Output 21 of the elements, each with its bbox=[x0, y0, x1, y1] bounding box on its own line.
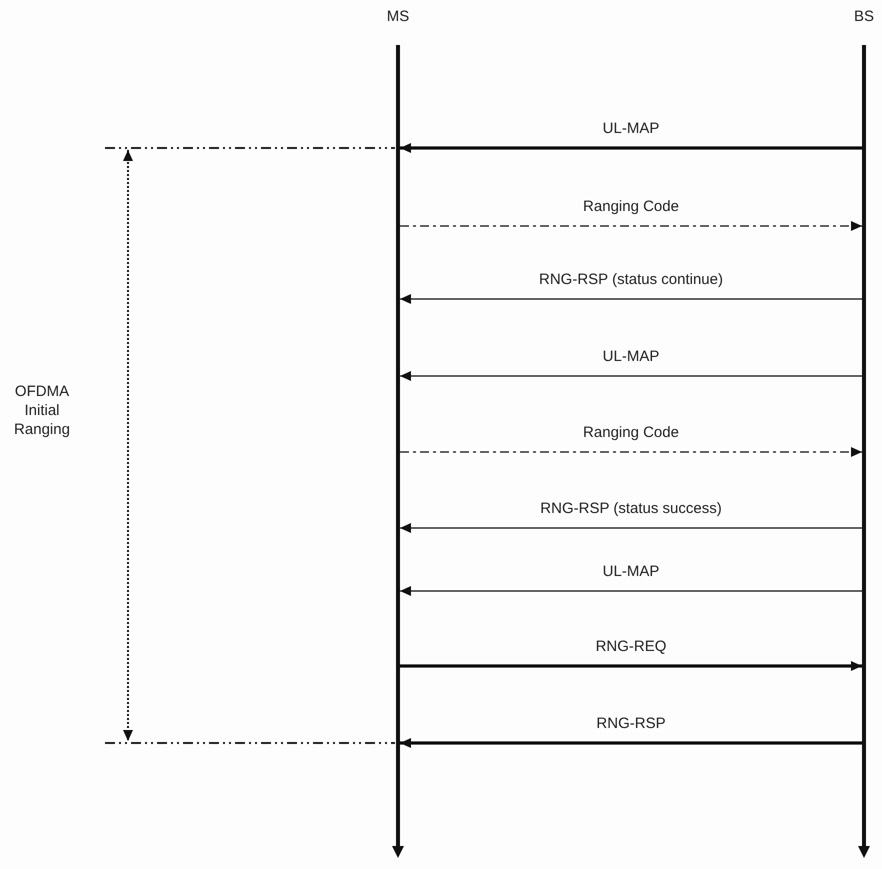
message-arrow bbox=[400, 523, 862, 533]
range-label: OFDMA Initial Ranging bbox=[13, 382, 71, 439]
message-arrow bbox=[400, 661, 862, 671]
message-arrow bbox=[400, 447, 862, 457]
lifeline-header: MS bbox=[386, 8, 410, 26]
edge-label: RNG-RSP (status success) bbox=[540, 500, 722, 518]
edge-label: Ranging Code bbox=[583, 198, 679, 216]
message-arrow bbox=[400, 738, 862, 748]
message-arrow bbox=[400, 143, 862, 153]
message-arrow bbox=[400, 221, 862, 231]
edge-label: UL-MAP bbox=[602, 120, 660, 138]
edge-label: RNG-REQ bbox=[596, 638, 666, 656]
edge-label: UL-MAP bbox=[602, 348, 660, 366]
message-arrow bbox=[400, 294, 862, 304]
message-arrow bbox=[400, 586, 862, 596]
edge-label: RNG-RSP (status continue) bbox=[539, 271, 723, 289]
lifeline-header: BS bbox=[854, 8, 874, 26]
edge-label: UL-MAP bbox=[602, 563, 660, 581]
edge-label: Ranging Code bbox=[583, 424, 679, 442]
edge-label: RNG-RSP bbox=[596, 715, 666, 733]
message-arrow bbox=[400, 371, 862, 381]
